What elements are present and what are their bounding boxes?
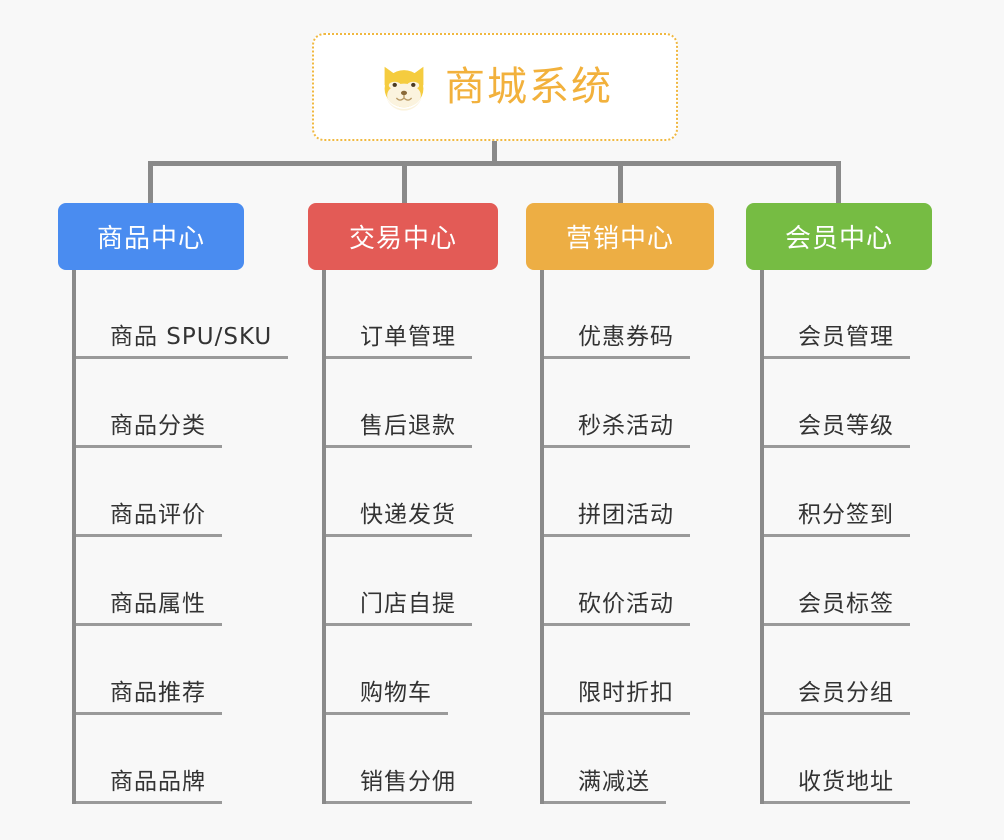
leaf-label: 秒杀活动 [578,412,674,439]
leaf-label: 积分签到 [798,501,894,528]
leaf-item[interactable]: 会员等级 [764,359,966,448]
leaf-label: 商品分类 [110,412,206,439]
leaf-label: 会员管理 [798,323,894,350]
leaf-item[interactable]: 商品分类 [76,359,278,448]
branch-column-1: 交易中心 订单管理 售后退款 快递发货 门店自提 [308,161,528,804]
leaf-label: 优惠券码 [578,323,674,350]
leaf-label: 满减送 [578,768,650,795]
leaf-underline: 销售分佣 [326,768,472,804]
leaf-label: 收货地址 [798,768,894,795]
leaf-item[interactable]: 商品品牌 [76,715,278,804]
leaf-underline: 满减送 [544,768,666,804]
leaf-item[interactable]: 商品推荐 [76,626,278,715]
leaf-label: 售后退款 [360,412,456,439]
leaf-label: 购物车 [360,679,432,706]
leaf-label: 商品属性 [110,590,206,617]
leaf-underline: 商品 SPU/SKU [76,323,289,359]
leaf-item[interactable]: 门店自提 [326,537,528,626]
branch-connector-1 [402,161,407,203]
leaf-item[interactable]: 快递发货 [326,448,528,537]
leaf-item[interactable]: 商品属性 [76,537,278,626]
leaf-item[interactable]: 销售分佣 [326,715,528,804]
leaf-item[interactable]: 满减送 [544,715,746,804]
branch-connector-0 [148,161,153,203]
branch-header-2[interactable]: 营销中心 [526,203,714,270]
leaf-item[interactable]: 商品 SPU/SKU [76,270,289,359]
branch-header-1[interactable]: 交易中心 [308,203,498,270]
leaf-item[interactable]: 拼团活动 [544,448,746,537]
branch-column-2: 营销中心 优惠券码 秒杀活动 拼团活动 砍价活动 [526,161,746,804]
leaf-label: 会员标签 [798,590,894,617]
branch-column-3: 会员中心 会员管理 会员等级 积分签到 会员标签 [746,161,966,804]
leaf-item[interactable]: 会员标签 [764,537,966,626]
leaf-underline: 限时折扣 [544,679,690,715]
leaf-item[interactable]: 购物车 [326,626,528,715]
leaf-underline: 商品属性 [76,590,222,626]
leaf-item[interactable]: 秒杀活动 [544,359,746,448]
leaf-item[interactable]: 会员管理 [764,270,966,359]
leaf-item[interactable]: 优惠券码 [544,270,746,359]
leaf-underline: 门店自提 [326,590,472,626]
leaf-underline: 会员分组 [764,679,910,715]
leaf-list-2: 优惠券码 秒杀活动 拼团活动 砍价活动 限时折扣 [540,270,746,804]
leaf-underline: 商品评价 [76,501,222,537]
leaf-underline: 积分签到 [764,501,910,537]
leaf-list-1: 订单管理 售后退款 快递发货 门店自提 购物车 [322,270,528,804]
leaf-underline: 收货地址 [764,768,910,804]
leaf-underline: 拼团活动 [544,501,690,537]
leaf-label: 销售分佣 [360,768,456,795]
leaf-item[interactable]: 积分签到 [764,448,966,537]
leaf-label: 限时折扣 [578,679,674,706]
branch-distribution-bar [148,161,840,166]
branch-connector-2 [618,161,623,203]
leaf-label: 会员等级 [798,412,894,439]
leaf-underline: 订单管理 [326,323,472,359]
leaf-underline: 购物车 [326,679,448,715]
leaf-label: 拼团活动 [578,501,674,528]
leaf-label: 订单管理 [360,323,456,350]
leaf-item[interactable]: 限时折扣 [544,626,746,715]
leaf-item[interactable]: 商品评价 [76,448,278,537]
leaf-label: 商品品牌 [110,768,206,795]
leaf-label: 砍价活动 [578,590,674,617]
leaf-item[interactable]: 售后退款 [326,359,528,448]
branch-label-1: 交易中心 [348,224,457,254]
leaf-underline: 售后退款 [326,412,472,448]
branch-header-0[interactable]: 商品中心 [58,203,244,270]
leaf-item[interactable]: 会员分组 [764,626,966,715]
shiba-dog-face-icon [377,60,431,114]
root-node[interactable]: 商城系统 [312,33,678,141]
root-title: 商城系统 [445,64,613,110]
leaf-label: 门店自提 [360,590,456,617]
branch-label-0: 商品中心 [96,224,205,254]
leaf-underline: 优惠券码 [544,323,690,359]
leaf-underline: 会员标签 [764,590,910,626]
leaf-underline: 会员管理 [764,323,910,359]
leaf-item[interactable]: 收货地址 [764,715,966,804]
branch-label-3: 会员中心 [784,224,893,254]
leaf-underline: 砍价活动 [544,590,690,626]
leaf-label: 商品评价 [110,501,206,528]
leaf-label: 会员分组 [798,679,894,706]
branch-header-3[interactable]: 会员中心 [746,203,932,270]
leaf-label: 商品 SPU/SKU [110,323,273,350]
leaf-underline: 商品品牌 [76,768,222,804]
leaf-underline: 快递发货 [326,501,472,537]
leaf-label: 快递发货 [360,501,456,528]
leaf-list-0: 商品 SPU/SKU 商品分类 商品评价 商品属性 商品推荐 [72,270,289,804]
branch-label-2: 营销中心 [565,224,674,254]
branch-connector-3 [836,161,841,203]
leaf-underline: 会员等级 [764,412,910,448]
leaf-list-3: 会员管理 会员等级 积分签到 会员标签 会员分组 [760,270,966,804]
leaf-item[interactable]: 订单管理 [326,270,528,359]
leaf-underline: 秒杀活动 [544,412,690,448]
leaf-label: 商品推荐 [110,679,206,706]
leaf-underline: 商品推荐 [76,679,222,715]
root-connector-stem [492,141,497,165]
leaf-underline: 商品分类 [76,412,222,448]
leaf-item[interactable]: 砍价活动 [544,537,746,626]
branch-column-0: 商品中心 商品 SPU/SKU 商品分类 商品评价 商品属性 [58,161,289,804]
